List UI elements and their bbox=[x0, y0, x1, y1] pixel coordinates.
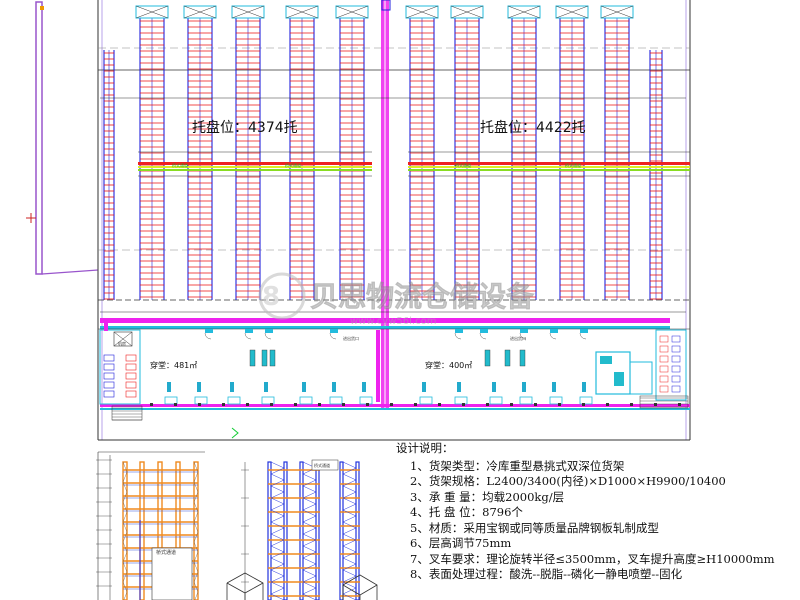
watermark: 8 贝思物流仓储设备 www.cyw56l.com bbox=[258, 272, 535, 327]
rack-column bbox=[507, 5, 541, 300]
right-capacity-label: 托盘位：4422托 bbox=[480, 119, 586, 136]
note-item-4: 4、托 盘 位：8796个 bbox=[410, 505, 523, 519]
rack-column bbox=[405, 5, 439, 300]
note-item-6: 6、层高调节75mm bbox=[410, 536, 512, 550]
central-aisle bbox=[381, 0, 389, 410]
elevation-left-label: 桥式通道 bbox=[156, 549, 176, 556]
rack-column bbox=[555, 5, 589, 300]
note-item-3: 3、承 重 量：均载2000kg/层 bbox=[410, 489, 565, 504]
notes-title: 设计说明： bbox=[396, 441, 454, 455]
building-walls bbox=[26, 0, 691, 441]
rack-layout bbox=[103, 5, 663, 300]
cross-corridors bbox=[100, 97, 690, 313]
rack-column bbox=[135, 5, 169, 300]
rack-column bbox=[450, 5, 484, 300]
left-beam-label-2: 桥式通道 bbox=[285, 162, 301, 168]
note-item-1: 1、货架类型：冷库重型悬挑式双深位货架 bbox=[410, 458, 625, 473]
rack-column bbox=[649, 50, 663, 300]
right-beam-label: 桥式通道 bbox=[455, 162, 471, 168]
machine-room-label: 机房 bbox=[118, 340, 126, 346]
note-item-2: 2、货架规格：L2400/3400(内径)×D1000×H9900/10400 bbox=[410, 474, 726, 488]
left-door-label: 进出货口 bbox=[343, 335, 359, 341]
north-arrow bbox=[231, 427, 239, 439]
isometric-boxes bbox=[226, 572, 378, 600]
left-hall-label: 穿堂：481㎡ bbox=[150, 360, 197, 370]
rack-column bbox=[600, 5, 634, 300]
note-item-8: 8、表面处理过程：酸洗--脱脂--磷化一静电喷塑--固化 bbox=[410, 567, 683, 581]
loading-halls bbox=[99, 0, 689, 421]
left-capacity-label: 托盘位：4374托 bbox=[192, 119, 298, 136]
right-door-label: 进出货口 bbox=[510, 335, 526, 341]
design-notes: 设计说明： 1、货架类型：冷库重型悬挑式双深位货架 2、货架规格：L2400/3… bbox=[396, 441, 796, 583]
rack-column bbox=[103, 50, 115, 300]
watermark-brand: 贝思物流仓储设备 bbox=[310, 280, 535, 313]
note-item-5: 5、材质：采用宝钢或同等质量品牌钢板轧制成型 bbox=[410, 520, 659, 535]
elevation-right-label: 桥式通道 bbox=[314, 462, 330, 468]
watermark-url: www.cyw56l.com bbox=[350, 316, 436, 327]
rack-column bbox=[335, 5, 369, 300]
dock-wall bbox=[98, 318, 690, 410]
rack-column bbox=[231, 5, 265, 300]
right-beam-label-2: 桥式通道 bbox=[565, 162, 581, 168]
watermark-logo: 8 bbox=[262, 282, 280, 312]
note-item-7: 7、叉车要求：理论旋转半径≤3500mm，叉车提升高度≥H10000mm bbox=[410, 551, 775, 566]
left-beam-label: 桥式通道 bbox=[172, 162, 188, 168]
rack-column bbox=[285, 5, 319, 300]
right-hall-label: 穿堂：400㎡ bbox=[425, 360, 472, 370]
rack-column bbox=[183, 5, 217, 300]
